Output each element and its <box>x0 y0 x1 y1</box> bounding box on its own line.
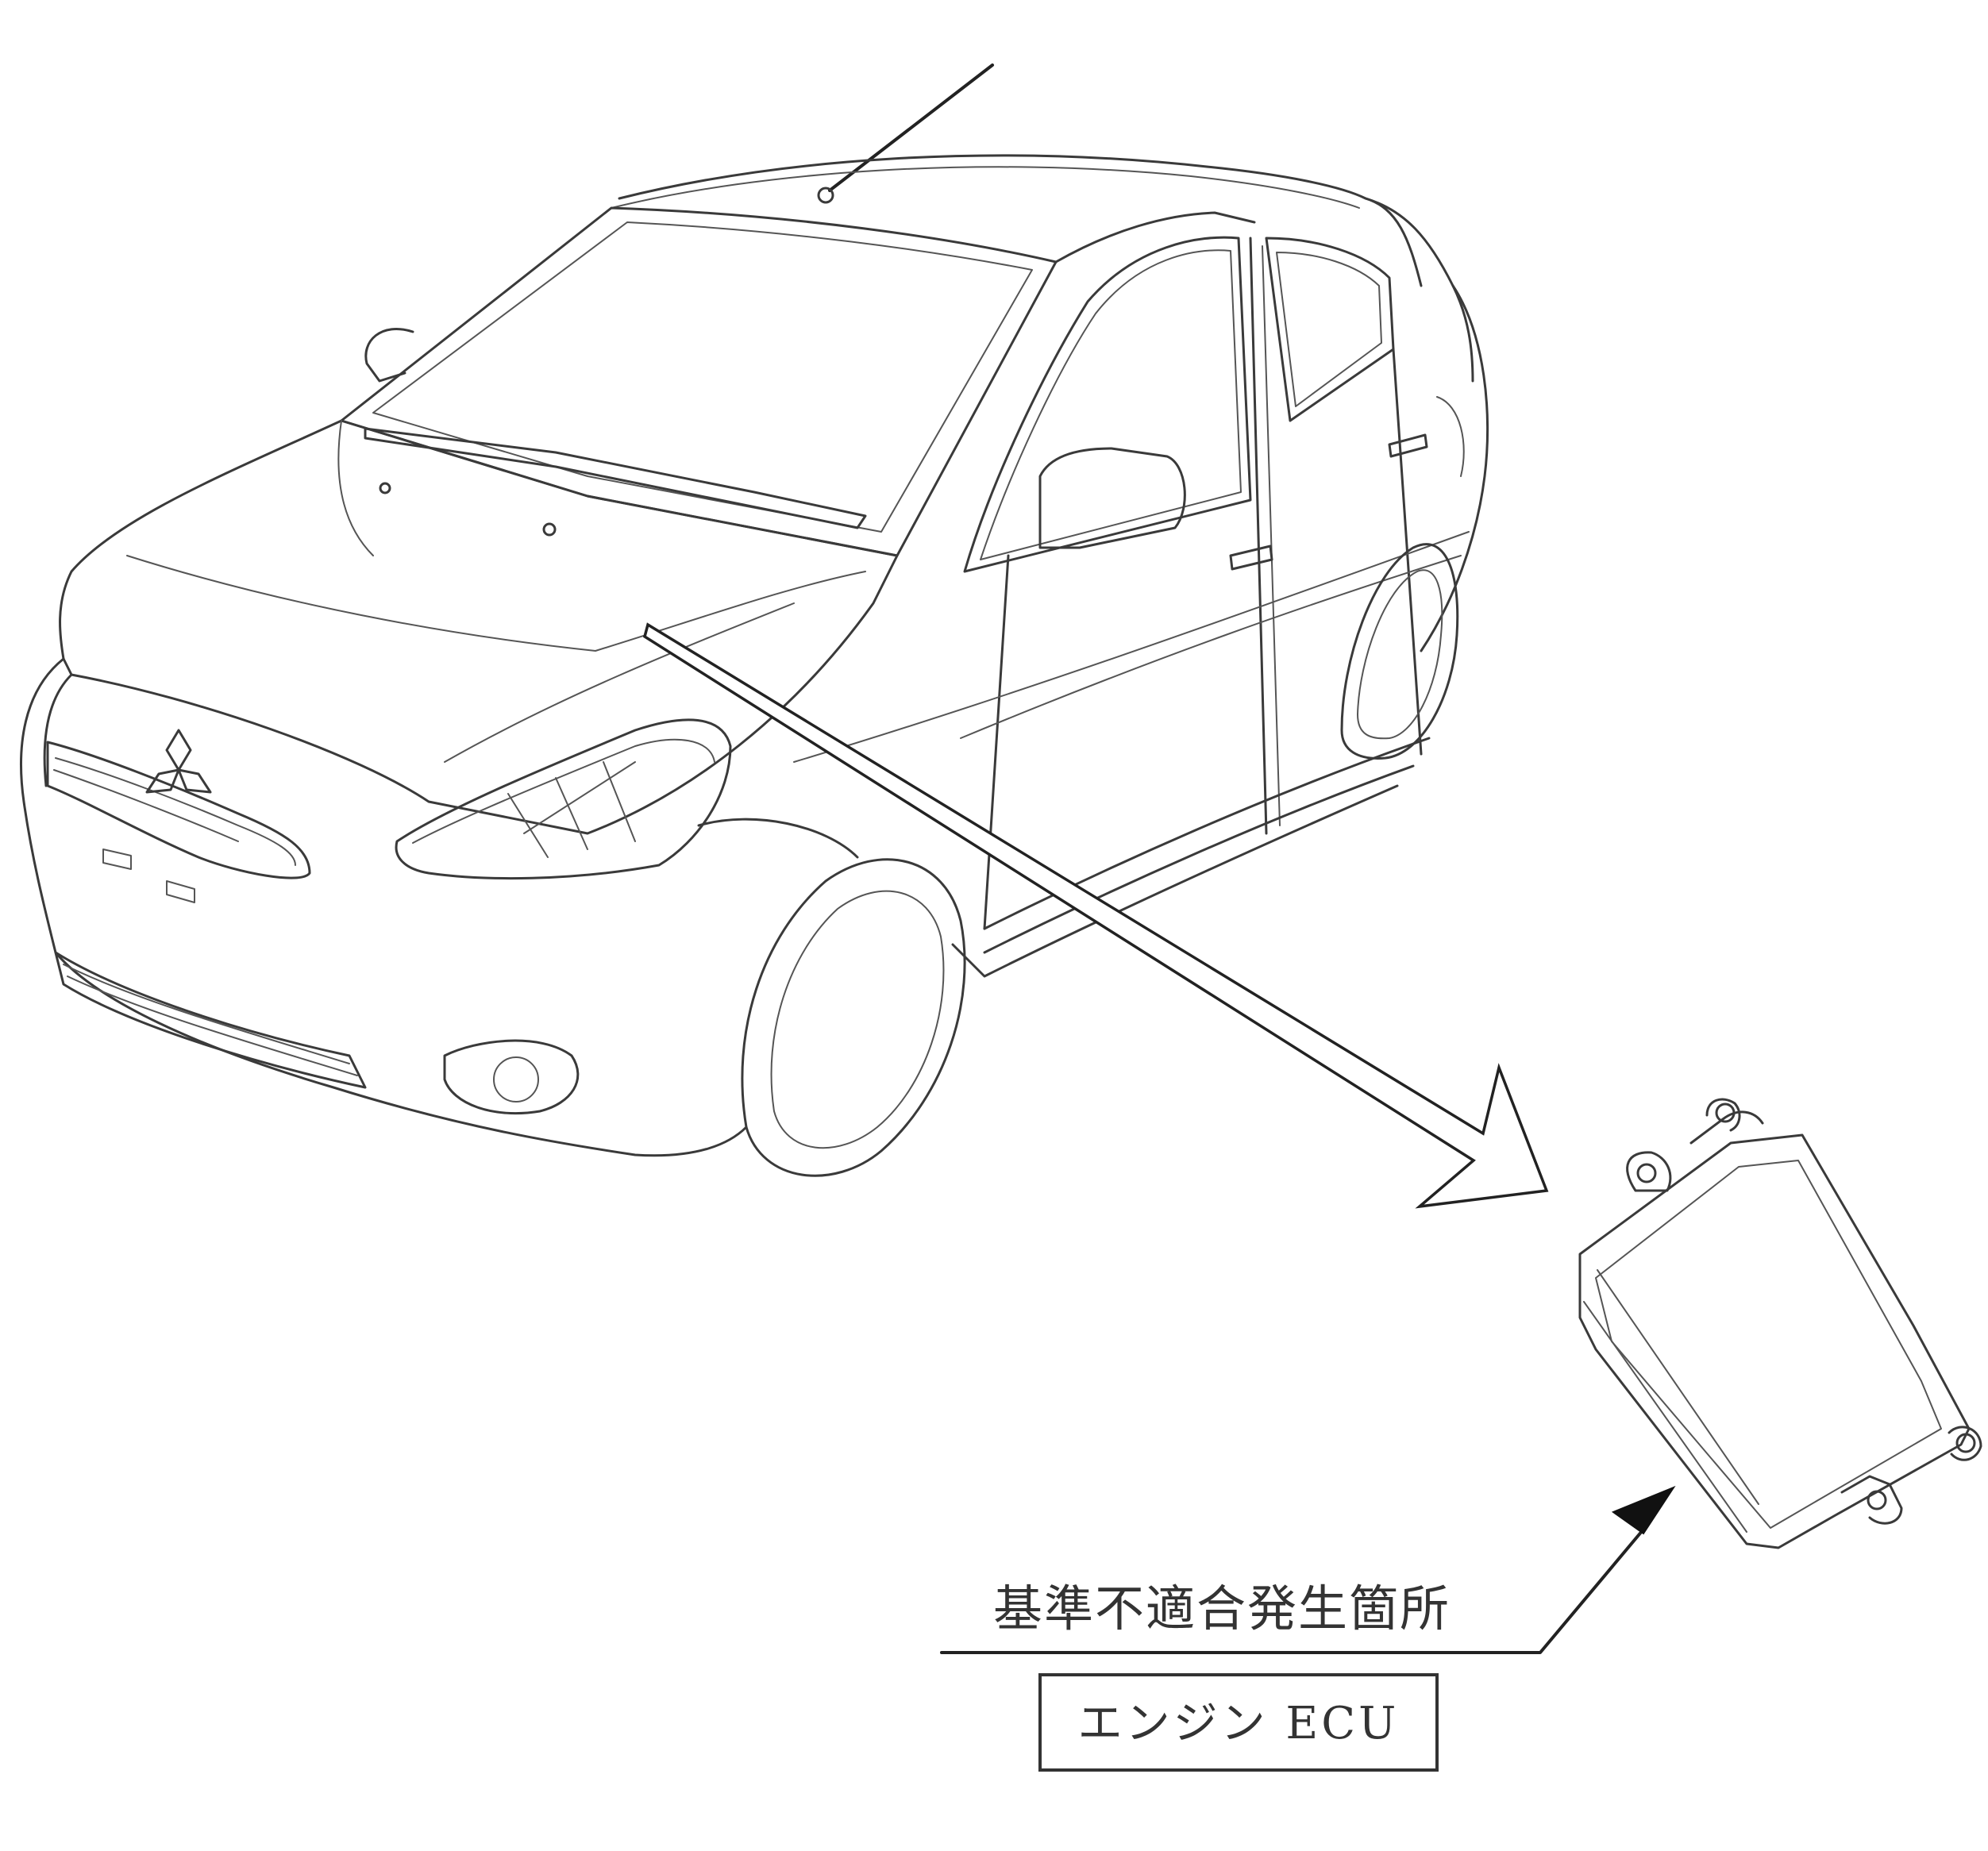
pointer-arrow-outline <box>642 622 1549 1209</box>
caption-text: 基準不適合発生箇所 <box>993 1580 1451 1637</box>
leader-arrowhead <box>1611 1485 1676 1535</box>
car-lower-grille <box>54 951 367 1089</box>
ecu-mount-tab <box>1840 1475 1903 1525</box>
car-front-wheel <box>741 858 966 1177</box>
ecu-mount-tab <box>1705 1098 1741 1132</box>
car-windshield <box>340 206 1058 557</box>
car-fog-light <box>443 1039 580 1115</box>
car-rear-door-window <box>1265 237 1395 422</box>
car-wiper <box>364 427 867 529</box>
car-headlight <box>395 718 732 880</box>
car-antenna <box>828 63 994 192</box>
ecu-body <box>1578 1133 1971 1549</box>
component-label-box <box>1038 1673 1439 1772</box>
engine-ecu-illustration <box>1578 1098 1982 1549</box>
ecu-mount-tab <box>1948 1426 1982 1461</box>
leader-line <box>940 1524 1648 1654</box>
car-rear-wheel <box>1340 543 1459 760</box>
car-mirror-right <box>1038 447 1186 549</box>
ecu-mount-tab <box>1626 1151 1672 1192</box>
car-logo <box>145 729 212 794</box>
car-roof <box>618 154 1423 287</box>
car-front-fascia <box>20 657 748 1157</box>
component-label-text: エンジン ECU <box>1078 1698 1400 1749</box>
car-illustration <box>20 63 1489 1177</box>
car-grille <box>46 741 311 879</box>
car-front-door-window <box>963 236 1252 573</box>
car-hood <box>59 419 899 835</box>
car-mirror-left <box>364 327 414 383</box>
